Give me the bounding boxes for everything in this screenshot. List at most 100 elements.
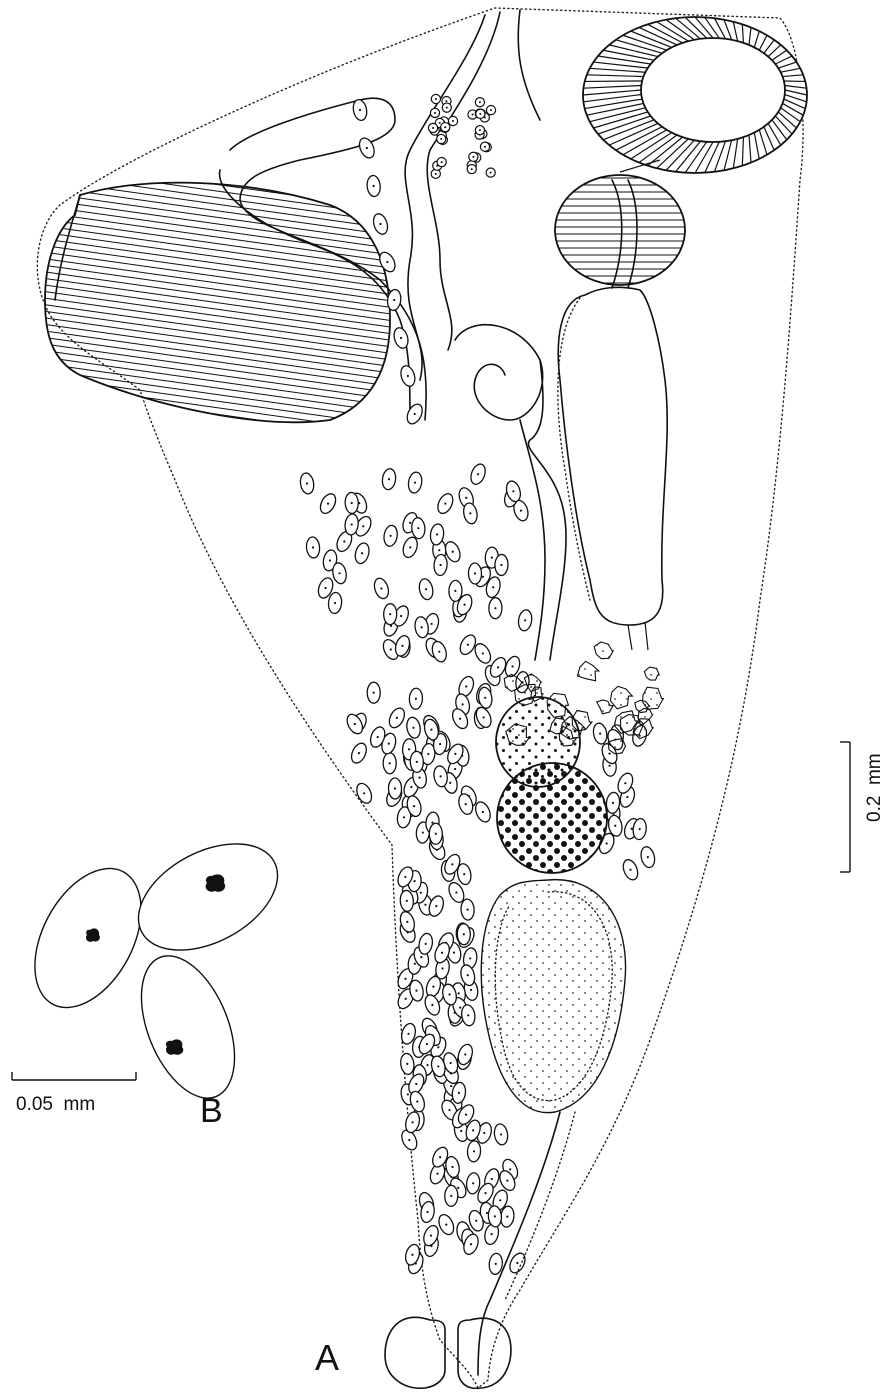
follicle-nucleus	[422, 831, 424, 833]
follicle-nucleus	[492, 586, 494, 588]
small-cell-nucleus	[445, 100, 447, 102]
follicle-nucleus	[512, 490, 514, 492]
follicle-nucleus	[445, 1223, 447, 1225]
follicle-nucleus	[415, 698, 417, 700]
scale-main-label: 0.2 mm	[864, 753, 885, 822]
follicle-nucleus	[436, 1173, 438, 1175]
nucleus-b1	[86, 928, 100, 941]
follicle-nucleus	[388, 743, 390, 745]
follicle-nucleus	[452, 551, 454, 553]
follicle-nucleus	[639, 828, 641, 830]
small-cell-nucleus	[435, 98, 437, 100]
follicle-nucleus	[494, 607, 496, 609]
follicle-nucleus	[306, 482, 308, 484]
follicle-nucleus	[411, 1121, 413, 1123]
follicle-nucleus	[464, 1053, 466, 1055]
follicle-nucleus	[460, 1130, 462, 1132]
follicle-nucleus	[469, 957, 471, 959]
follicle-nucleus	[450, 1062, 452, 1064]
follicle-nucleus	[612, 802, 614, 804]
follicle-nucleus	[430, 1234, 432, 1236]
follicle-nucleus	[416, 1100, 418, 1102]
follicle-nucleus	[334, 602, 336, 604]
follicle-nucleus	[379, 223, 381, 225]
testis	[497, 763, 607, 873]
small-cell-nucleus	[472, 156, 474, 158]
follicle-nucleus	[477, 473, 479, 475]
follicle-nucleus	[351, 502, 353, 504]
follicle-nucleus	[448, 1109, 450, 1111]
follicle-nucleus	[404, 876, 406, 878]
follicle-nucleus	[426, 1064, 428, 1066]
follicle-nucleus	[424, 904, 426, 906]
follicle-nucleus	[407, 375, 409, 377]
follicle-nucleus	[377, 736, 379, 738]
follicle-nucleus	[394, 787, 396, 789]
follicle-nucleus	[406, 1063, 408, 1065]
follicle-nucleus	[483, 716, 485, 718]
follicle-nucleus	[327, 503, 329, 505]
follicle-nucleus	[431, 623, 433, 625]
follicle-nucleus	[366, 147, 368, 149]
follicle-nucleus	[425, 943, 427, 945]
granule	[577, 661, 598, 681]
follicle-nucleus	[343, 540, 345, 542]
small-cell-nucleus	[484, 146, 486, 148]
follicle-nucleus	[509, 1168, 511, 1170]
follicle-nucleus	[406, 900, 408, 902]
follicle-nucleus	[482, 652, 484, 654]
follicle-nucleus	[441, 952, 443, 954]
scale-bar-main: 0.2 mm	[840, 742, 885, 872]
follicle-nucleus	[359, 109, 361, 111]
posterior-organ	[481, 880, 625, 1113]
cell-b2	[121, 822, 296, 972]
small-cell-nucleus	[444, 126, 446, 128]
follicle-nucleus	[458, 1092, 460, 1094]
small-cell-nucleus	[490, 109, 492, 111]
oral-sucker	[583, 17, 807, 173]
follicle-nucleus	[389, 613, 391, 615]
small-cell-nucleus	[434, 112, 436, 114]
follicle-nucleus	[389, 762, 391, 764]
follicle-nucleus	[475, 1220, 477, 1222]
nucleus-b3	[166, 1039, 183, 1054]
follicle-nucleus	[400, 615, 402, 617]
follicle-nucleus	[400, 337, 402, 339]
follicle-nucleus	[472, 1182, 474, 1184]
follicle-nucleus	[451, 863, 453, 865]
follicle-nucleus	[470, 1243, 472, 1245]
follicle-nucleus	[459, 718, 461, 720]
muscular-organ	[45, 183, 390, 423]
follicle-nucleus	[520, 509, 522, 511]
follicle-nucleus	[453, 952, 455, 954]
follicle-nucleus	[417, 527, 419, 529]
follicle-nucleus	[483, 1132, 485, 1134]
follicle-nucleus	[420, 892, 422, 894]
follicle-nucleus	[506, 1216, 508, 1218]
follicle-nucleus	[437, 1065, 439, 1067]
scale-bar-small: 0.05 mm	[12, 1072, 136, 1115]
follicle-nucleus	[465, 1114, 467, 1116]
posterior-lobes	[385, 1317, 511, 1388]
follicle-nucleus	[467, 974, 469, 976]
follicle-nucleus	[524, 619, 526, 621]
follicle-nucleus	[324, 587, 326, 589]
follicle-nucleus	[438, 549, 440, 551]
panel-a-label: A	[315, 1337, 339, 1378]
follicle-nucleus	[463, 933, 465, 935]
follicle-nucleus	[421, 626, 423, 628]
follicle-nucleus	[484, 697, 486, 699]
follicle-nucleus	[396, 717, 398, 719]
scale-small-label: 0.05 mm	[16, 1094, 95, 1115]
follicle-nucleus	[362, 525, 364, 527]
follicle-nucleus	[409, 546, 411, 548]
follicle-nucleus	[426, 1043, 428, 1045]
follicle-nucleus	[425, 588, 427, 590]
follicle-nucleus	[413, 805, 415, 807]
small-cell-nucleus	[452, 120, 454, 122]
follicle-nucleus	[511, 665, 513, 667]
follicle-nucleus	[647, 856, 649, 858]
follicle-nucleus	[500, 1133, 502, 1135]
follicle-nucleus	[403, 816, 405, 818]
